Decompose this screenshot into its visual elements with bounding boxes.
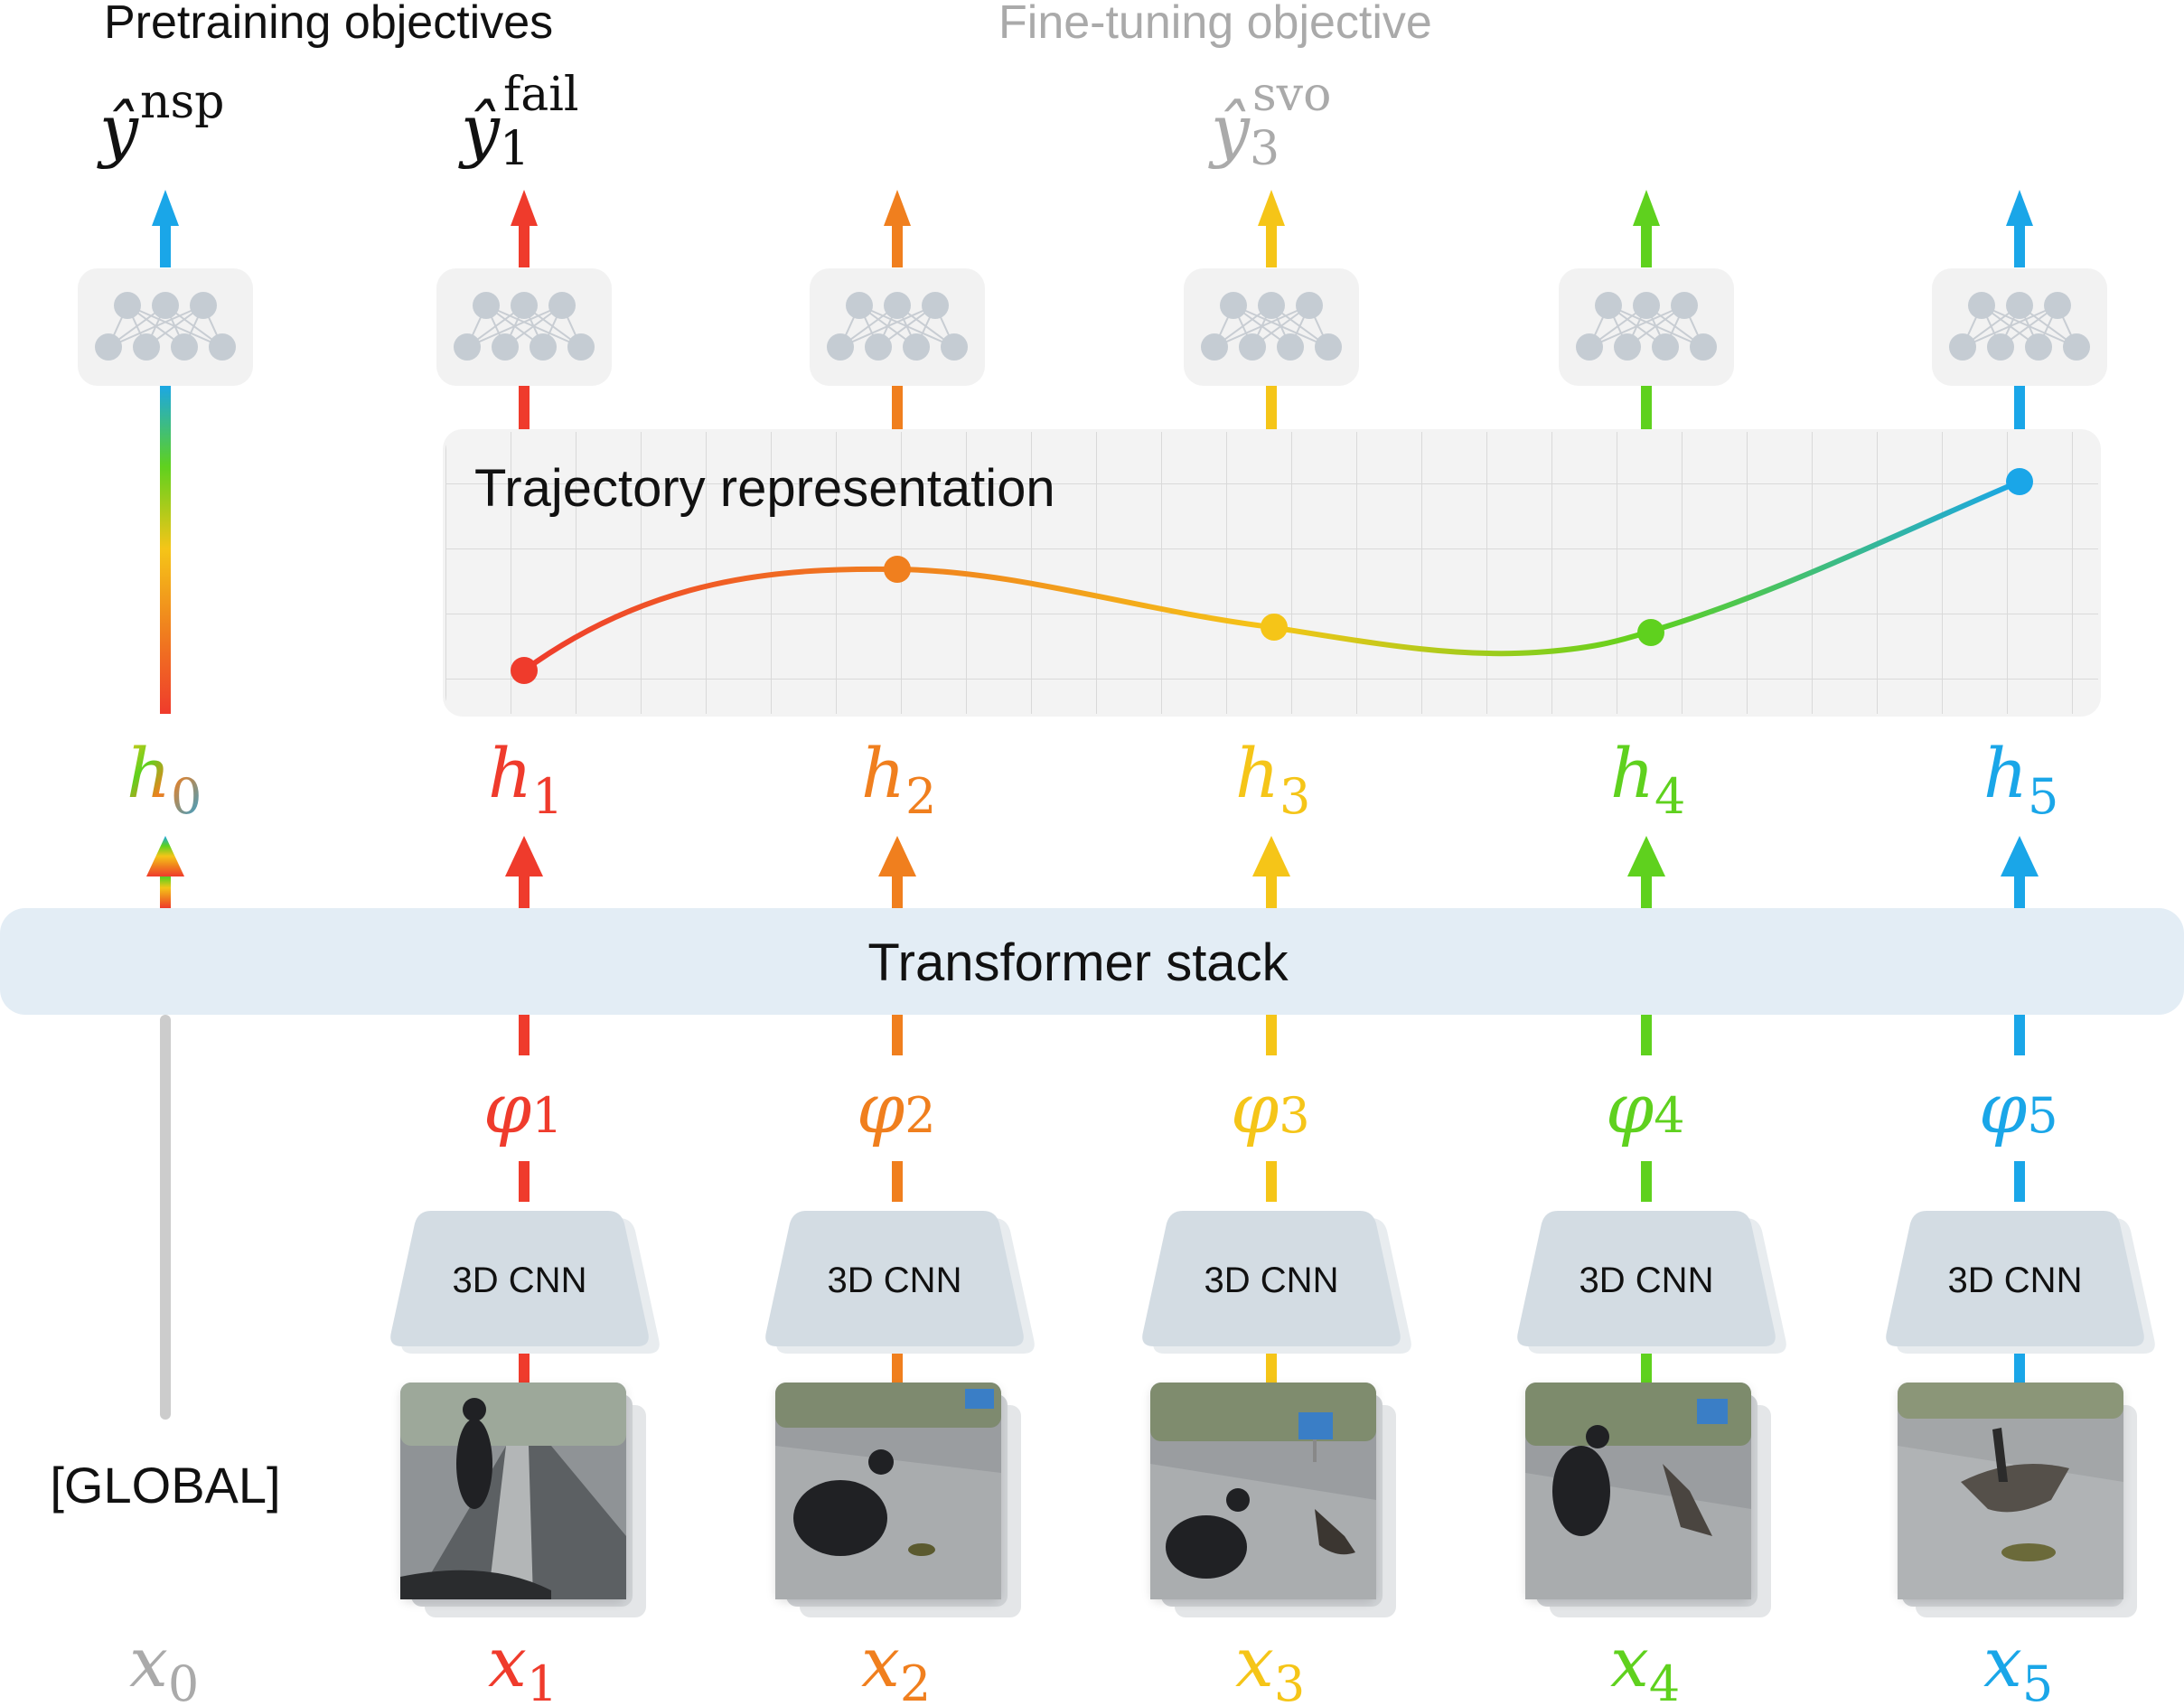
output-label-fail: ŷ fail 1 xyxy=(458,68,579,176)
global-token-label: [GLOBAL] xyxy=(50,1457,280,1514)
input-x0: x0 xyxy=(129,1622,199,1706)
svg-text:3D CNN: 3D CNN xyxy=(1948,1261,2083,1300)
pretraining-heading: Pretraining objectives xyxy=(104,0,553,49)
hidden-state-h1: h1 xyxy=(488,733,563,825)
trajectory-panel: Trajectory representation xyxy=(443,429,2101,717)
feature-phi2: φ2 xyxy=(857,1068,936,1148)
hidden-state-h2: h2 xyxy=(861,733,936,825)
input-x2: x2 xyxy=(861,1622,931,1706)
svg-text:ŷ: ŷ xyxy=(458,89,501,170)
hidden-arrows xyxy=(146,836,2039,908)
global-token-line xyxy=(160,1015,171,1420)
svg-text:ŷ: ŷ xyxy=(1208,89,1251,170)
video-frame-thumbnail xyxy=(1898,1383,2137,1617)
cnn-block: 3D CNN xyxy=(1142,1211,1411,1354)
trajectory-label: Trajectory representation xyxy=(474,459,1055,518)
hidden-state-labels: h0 h1 h2 h3 h4 h5 xyxy=(127,733,2058,825)
transformer-label: Transformer stack xyxy=(867,933,1289,992)
trajectory-point xyxy=(1261,614,1288,641)
neural-network-icon xyxy=(1931,267,2108,387)
hidden-state-h3: h3 xyxy=(1235,733,1310,825)
transformer-stack: Transformer stack xyxy=(0,908,2184,1015)
input-x5: x5 xyxy=(1983,1622,2053,1706)
svg-text:3D CNN: 3D CNN xyxy=(1204,1261,1339,1300)
svg-text:3D CNN: 3D CNN xyxy=(828,1261,962,1300)
feature-phi1: φ1 xyxy=(483,1068,563,1148)
svg-text:3: 3 xyxy=(1250,122,1279,176)
svg-text:fail: fail xyxy=(503,68,579,122)
trajectory-point xyxy=(2006,468,2033,495)
cnn-block: 3D CNN xyxy=(1886,1211,2155,1354)
input-x4: x4 xyxy=(1610,1622,1680,1706)
cnn-block: 3D CNN xyxy=(765,1211,1035,1354)
output-arrows xyxy=(152,190,2033,267)
feature-labels: φ1 φ2 φ3 φ4 φ5 xyxy=(483,1068,2058,1148)
feature-phi3: φ3 xyxy=(1231,1068,1310,1148)
feature-phi4: φ4 xyxy=(1606,1068,1685,1148)
cnn-block: 3D CNN xyxy=(390,1211,660,1354)
hidden-state-h4: h4 xyxy=(1610,733,1685,825)
feature-connectors xyxy=(519,1015,2025,1392)
video-frame-thumbnail xyxy=(1150,1383,1396,1617)
neural-network-icon xyxy=(1183,267,1360,387)
trajectory-point xyxy=(884,556,911,583)
video-frame-thumbnail xyxy=(1525,1383,1771,1617)
trajectory-point xyxy=(511,657,538,684)
neural-network-icon xyxy=(77,267,254,387)
cnn-block: 3D CNN xyxy=(1517,1211,1786,1354)
global-gradient-line xyxy=(160,384,171,714)
svg-text:1: 1 xyxy=(500,122,530,176)
neural-network-icon xyxy=(809,267,986,387)
svg-text:svo: svo xyxy=(1252,68,1331,122)
neural-network-icon xyxy=(1558,267,1735,387)
finetuning-heading: Fine-tuning objective xyxy=(998,0,1432,49)
svg-text:3D CNN: 3D CNN xyxy=(1579,1261,1714,1300)
output-label-svo: ŷ svo 3 xyxy=(1208,68,1331,176)
video-frame-thumbnail xyxy=(775,1383,1021,1617)
svg-text:ŷ: ŷ xyxy=(97,89,139,170)
input-x3: x3 xyxy=(1235,1622,1305,1706)
video-frame-thumbnail xyxy=(400,1383,646,1617)
neural-network-icon xyxy=(436,267,613,387)
svg-text:3D CNN: 3D CNN xyxy=(453,1261,587,1300)
output-label-nsp: ŷ nsp xyxy=(97,75,224,170)
hidden-state-h5: h5 xyxy=(1983,733,2058,825)
trajectory-curve xyxy=(522,479,2021,673)
svg-text:nsp: nsp xyxy=(140,75,224,129)
input-labels: x0 x1 x2 x3 x4 x5 xyxy=(129,1622,2053,1706)
trajectory-point xyxy=(1637,619,1664,646)
feature-phi5: φ5 xyxy=(1979,1068,2058,1148)
hidden-state-h0: h0 xyxy=(127,733,202,825)
input-x1: x1 xyxy=(488,1622,558,1706)
head-connectors xyxy=(519,380,2025,434)
